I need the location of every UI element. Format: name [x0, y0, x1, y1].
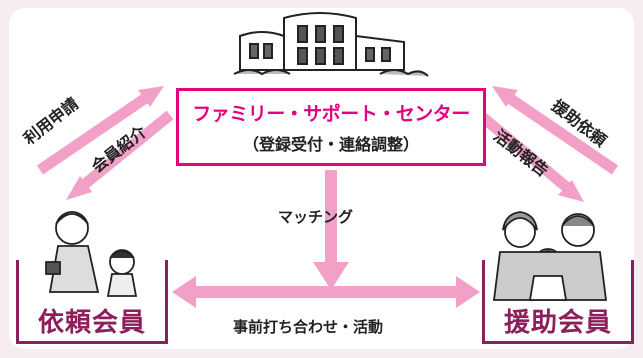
family-icon: [492, 211, 608, 301]
arrow-right-up: [492, 86, 619, 175]
building-icon: [233, 12, 429, 77]
arrow-right-down: [476, 110, 584, 202]
requesting-member-box: 依頼会員: [16, 260, 168, 344]
mother-child-icon: [45, 211, 138, 297]
support-center-box: ファミリー・サポート・センター （登録受付・連絡調整）: [176, 88, 486, 166]
arrow-bottom-both: [172, 276, 480, 308]
label-center-down: マッチング: [278, 208, 354, 226]
center-title: ファミリー・サポート・センター: [192, 103, 470, 125]
arrow-left-down: [66, 110, 174, 200]
label-bottom-both: 事前打ち合わせ・活動: [233, 318, 384, 336]
supporting-member-label: 援助会員: [503, 308, 612, 338]
arrow-center-down: [313, 170, 349, 290]
arrow-left-up: [36, 86, 164, 175]
requesting-member-label: 依頼会員: [37, 308, 146, 338]
supporting-member-box: 援助会員: [482, 260, 634, 344]
center-subtitle: （登録受付・連絡調整）: [242, 135, 419, 154]
